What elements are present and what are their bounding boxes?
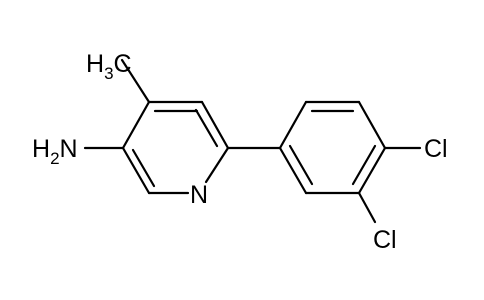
bond-methyl xyxy=(120,58,151,104)
bond-p4-p5-inner xyxy=(351,144,377,186)
bond-c6-c5 xyxy=(200,100,230,150)
methyl-label: H3C xyxy=(86,50,132,83)
chloro-lower-label: Cl xyxy=(373,226,397,254)
bond-c6-c5-inner xyxy=(194,108,219,148)
amine-label: H2N xyxy=(32,135,78,168)
bond-n-c6 xyxy=(204,146,230,184)
bond-c3-c2 xyxy=(121,146,151,195)
bond-p1-p2 xyxy=(278,100,308,150)
chloro-upper-label: Cl xyxy=(424,135,448,163)
bond-p6-p1-inner xyxy=(288,144,314,186)
bond-c4-c3 xyxy=(121,100,151,150)
bond-p3-p4 xyxy=(357,100,387,150)
bond-c2-c2-inner xyxy=(131,148,156,188)
bond-cl-lower xyxy=(357,191,377,224)
ring-nitrogen-label: N xyxy=(190,181,208,209)
bond-p6-p1 xyxy=(278,146,308,195)
dichlorophenyl-ring xyxy=(278,100,387,195)
pyridine-ring xyxy=(121,100,230,195)
bond-p4-p5 xyxy=(357,146,387,195)
